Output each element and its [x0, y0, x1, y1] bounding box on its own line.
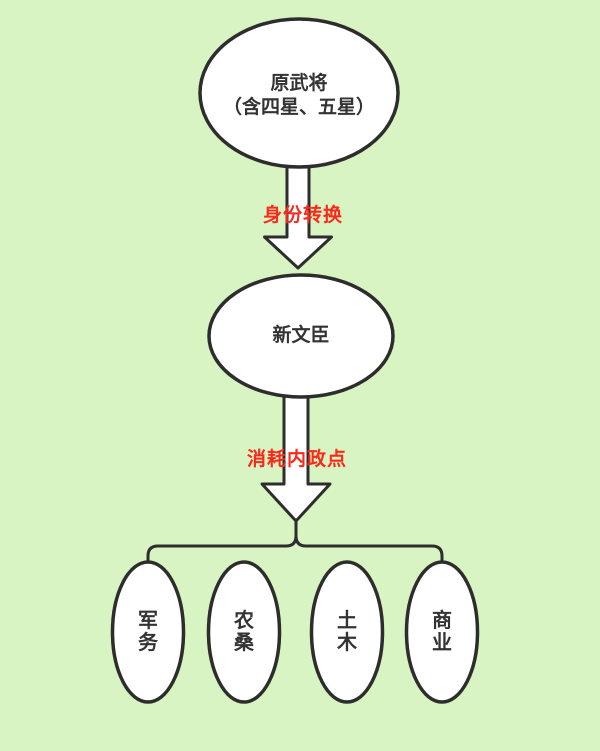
child-node-label-4: 商业 — [432, 610, 452, 654]
child-node-label-1: 军务 — [138, 610, 158, 654]
node-ellipse-middle — [207, 273, 395, 399]
node-ellipse-child-4 — [404, 560, 480, 704]
down-block-arrow-2 — [260, 393, 332, 523]
edge2-label: 消耗内政点 — [246, 449, 348, 470]
branch-connector-right — [294, 534, 444, 566]
child-node-label-2: 农桑 — [234, 610, 254, 654]
root-node-label-line2: （含四星、五星） — [222, 97, 376, 118]
node-ellipse-child-3 — [309, 560, 385, 704]
node-ellipse-root — [198, 17, 400, 169]
node-ellipse-child-2 — [206, 560, 282, 704]
root-node-label: 原武将 （含四星、五星） — [223, 72, 375, 120]
child-node-label-3: 土木 — [337, 610, 357, 654]
middle-node-label: 新文臣 — [272, 325, 330, 346]
root-node-label-line1: 原武将 — [270, 73, 328, 94]
node-ellipse-child-1 — [110, 560, 186, 704]
branch-connector-left — [146, 534, 298, 566]
edge1-label: 身份转换 — [262, 205, 344, 226]
down-block-arrow-1 — [263, 158, 333, 270]
